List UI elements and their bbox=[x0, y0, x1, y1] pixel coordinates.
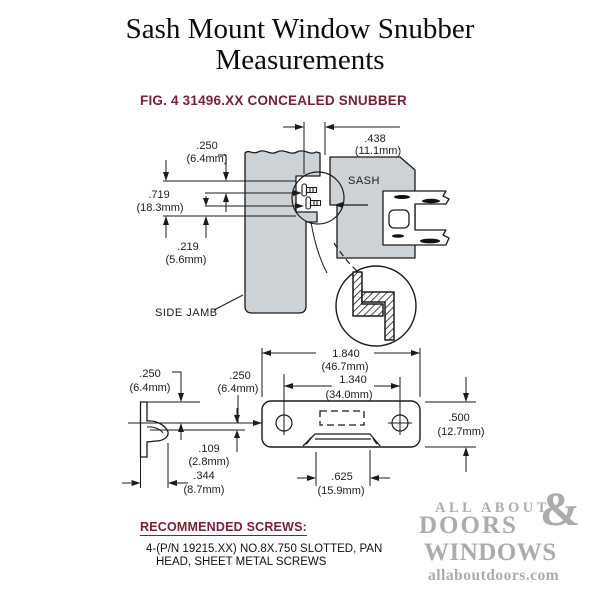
svg-text:.250: .250 bbox=[229, 370, 250, 382]
svg-text:.109: .109 bbox=[198, 443, 219, 455]
side-jamb-label: SIDE JAMB bbox=[155, 307, 218, 319]
svg-text:.719: .719 bbox=[148, 189, 169, 201]
svg-text:(46.7mm): (46.7mm) bbox=[321, 361, 368, 373]
svg-text:.344: .344 bbox=[193, 470, 214, 482]
svg-text:.625: .625 bbox=[331, 471, 352, 483]
svg-text:(8.7mm): (8.7mm) bbox=[184, 484, 225, 496]
dim-hook-drop: .250 (6.4mm) bbox=[130, 368, 184, 440]
svg-text:.250: .250 bbox=[139, 368, 160, 380]
svg-text:.438: .438 bbox=[364, 133, 385, 145]
sash-label: SASH bbox=[348, 175, 380, 187]
svg-text:1.340: 1.340 bbox=[339, 374, 367, 386]
svg-text:(2.8mm): (2.8mm) bbox=[189, 456, 230, 468]
svg-text:(5.6mm): (5.6mm) bbox=[166, 254, 207, 266]
screws-note-line1: 4-(P/N 19215.XX) NO.8X.750 SLOTTED, PAN bbox=[146, 543, 383, 555]
logo-all-about: ALL ABOUT bbox=[435, 500, 550, 516]
svg-text:(18.3mm): (18.3mm) bbox=[136, 202, 183, 214]
dim-plate-height: .500 (12.7mm) bbox=[425, 377, 485, 472]
svg-text:(6.4mm): (6.4mm) bbox=[130, 382, 171, 394]
snubber-screw-icon bbox=[301, 183, 318, 197]
recommended-screws-note: RECOMMENDED SCREWS: 4-(P/N 19215.XX) NO.… bbox=[140, 518, 382, 568]
svg-text:(34.0mm): (34.0mm) bbox=[325, 389, 372, 401]
snubber-plate-front-view bbox=[261, 400, 421, 448]
dim-snubber-height: .719 (18.3mm) bbox=[136, 160, 184, 238]
screw-hole bbox=[388, 411, 412, 435]
figure-caption: FIG. 4 31496.XX CONCEALED SNUBBER bbox=[140, 93, 407, 108]
lower-snubber-views: .250 (6.4mm) .109 (2.8mm) .344 (8.7mm) bbox=[122, 348, 485, 497]
recommended-screws-heading: RECOMMENDED SCREWS: bbox=[140, 520, 307, 536]
dim-bottom-offset: .219 (5.6mm) bbox=[166, 196, 209, 266]
svg-text:(12.7mm): (12.7mm) bbox=[437, 426, 484, 438]
logo-doors: DOORS bbox=[419, 512, 518, 539]
screw-hole bbox=[275, 411, 293, 435]
upper-section-view: .250 (6.4mm) .719 (18.3mm) .219 (5.6mm) bbox=[136, 122, 450, 347]
logo-ampersand: & bbox=[540, 483, 580, 536]
sash-interlock-profile bbox=[382, 190, 450, 246]
screws-note-line2: HEAD, SHEET METAL SCREWS bbox=[156, 556, 327, 568]
svg-text:.500: .500 bbox=[448, 412, 469, 424]
logo-windows: WINDOWS bbox=[424, 539, 557, 566]
svg-text:.250: .250 bbox=[196, 140, 217, 152]
hidden-feature-outline bbox=[319, 410, 365, 426]
snubber-screw-icon bbox=[305, 196, 322, 210]
svg-text:(6.4mm): (6.4mm) bbox=[187, 153, 228, 165]
dim-sash-gap: .438 (11.1mm) bbox=[283, 122, 401, 174]
enlarged-detail-view bbox=[335, 265, 417, 347]
dim-hole-spacing: 1.340 (34.0mm) bbox=[283, 374, 401, 413]
all-about-doors-logo: ALL ABOUT & DOORS WINDOWS allaboutdoors.… bbox=[412, 483, 592, 594]
svg-text:(11.1mm): (11.1mm) bbox=[355, 145, 401, 157]
dim-edge-to-hole: .250 (6.4mm) bbox=[218, 370, 262, 426]
side-jamb-shape bbox=[244, 150, 321, 314]
dim-lip-height: .109 (2.8mm) bbox=[189, 408, 240, 468]
svg-text:1.840: 1.840 bbox=[332, 348, 360, 360]
svg-text:(15.9mm): (15.9mm) bbox=[317, 485, 364, 497]
detail-callout-circle bbox=[291, 171, 345, 225]
dim-hook-depth: .344 (8.7mm) bbox=[122, 443, 224, 496]
svg-text:(6.4mm): (6.4mm) bbox=[218, 383, 259, 395]
svg-text:.219: .219 bbox=[177, 241, 198, 253]
page-title: Sash Mount Window Snubber Measurements bbox=[125, 13, 475, 77]
dim-top-offset: .250 (6.4mm) bbox=[187, 140, 229, 212]
dim-tab-width: .625 (15.9mm) bbox=[297, 450, 390, 497]
logo-url: allaboutdoors.com bbox=[428, 567, 560, 584]
dim-overall-width: 1.840 (46.7mm) bbox=[261, 348, 421, 397]
